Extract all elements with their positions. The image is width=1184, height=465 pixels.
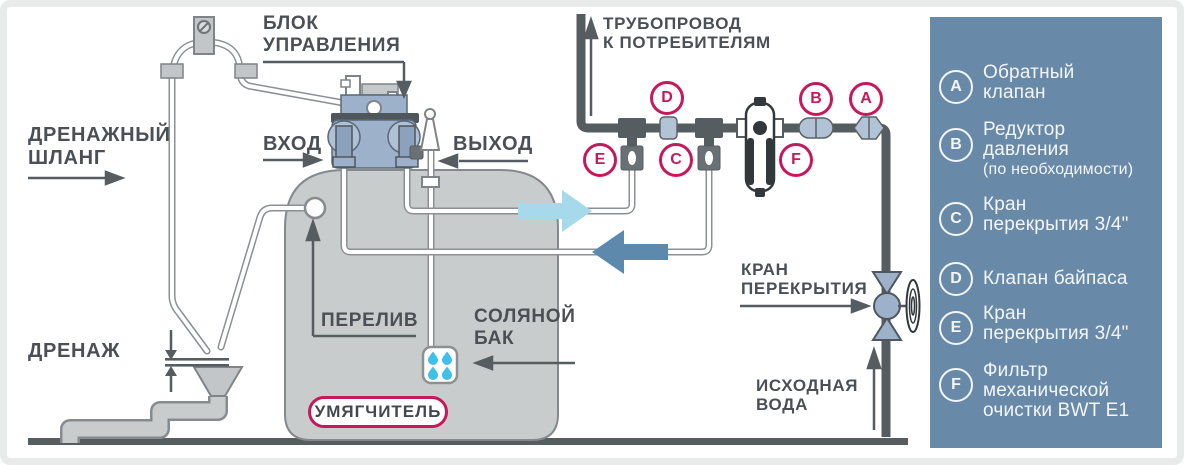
wall-bracket	[160, 16, 258, 79]
legend-marker-f: F	[939, 368, 973, 402]
water-drops-icon	[428, 351, 452, 380]
legend-item-c: Кран перекрытия 3/4"	[983, 194, 1129, 235]
legend-item-f: Фильтр механической очистки BWT E1	[983, 360, 1130, 421]
legend-marker-a: A	[939, 70, 973, 104]
marker-a: A	[849, 82, 883, 116]
outlet-label: ВЫХОД	[453, 133, 533, 155]
salt-tank-box	[421, 345, 459, 385]
air-gap	[165, 330, 229, 392]
label-arrows	[28, 16, 882, 430]
marker-f: F	[779, 143, 813, 177]
legend-item-e: Кран перекрытия 3/4"	[983, 303, 1129, 344]
source-water-label: ИСХОДНАЯ ВОДА	[756, 376, 859, 415]
legend-marker-c: C	[939, 202, 973, 236]
drain-pipe	[60, 366, 244, 443]
flow-in-arrow	[592, 230, 668, 274]
injector-cone	[419, 118, 441, 151]
inlet-label: ВХОД	[263, 133, 322, 155]
shutoff-valve-label: КРАН ПЕРЕКРЫТИЯ	[741, 260, 868, 299]
floor-line	[28, 438, 908, 445]
drain-label: ДРЕНАЖ	[28, 340, 121, 362]
control-block-label: БЛОК УПРАВЛЕНИЯ	[263, 13, 401, 57]
legend-item-b: Редуктор давления (по необходимости)	[983, 119, 1134, 179]
main-pipe	[576, 14, 891, 437]
legend-marker-d: D	[939, 262, 973, 296]
softener-badge: УМЯГЧИТЕЛЬ	[308, 396, 448, 428]
ball-valve	[871, 271, 921, 341]
drain-hose-label: ДРЕНАЖНЫЙ ШЛАНГ	[28, 124, 171, 170]
check-valve	[853, 116, 885, 140]
legend-marker-e: E	[939, 311, 973, 345]
mechanical-filter	[736, 97, 784, 197]
marker-e: E	[583, 143, 617, 177]
flow-out-arrow	[518, 190, 592, 232]
marker-b: B	[799, 82, 833, 116]
legend-item-a: Обратный клапан	[983, 62, 1075, 103]
legend-panel: A Обратный клапан B Редуктор давления (п…	[930, 17, 1162, 448]
overflow-port	[303, 196, 327, 220]
drain-funnel	[192, 366, 244, 397]
bypass-valve-fitting	[659, 116, 678, 140]
marker-c: C	[659, 143, 693, 177]
control-valve	[327, 75, 441, 188]
pipeline-label: ТРУБОПРОВОД К ПОТРЕБИТЕЛЯМ	[603, 14, 771, 53]
legend-item-d: Клапан байпаса	[983, 268, 1128, 289]
pipe-tees	[618, 118, 723, 148]
shutoff-valve-fittings	[620, 145, 721, 171]
marker-d: D	[650, 81, 684, 115]
salt-tank-label: СОЛЯНОЙ БАК	[474, 306, 576, 350]
pressure-reducer	[798, 117, 834, 139]
legend-marker-b: B	[939, 128, 973, 162]
overflow-label: ПЕРЕЛИВ	[321, 310, 419, 331]
